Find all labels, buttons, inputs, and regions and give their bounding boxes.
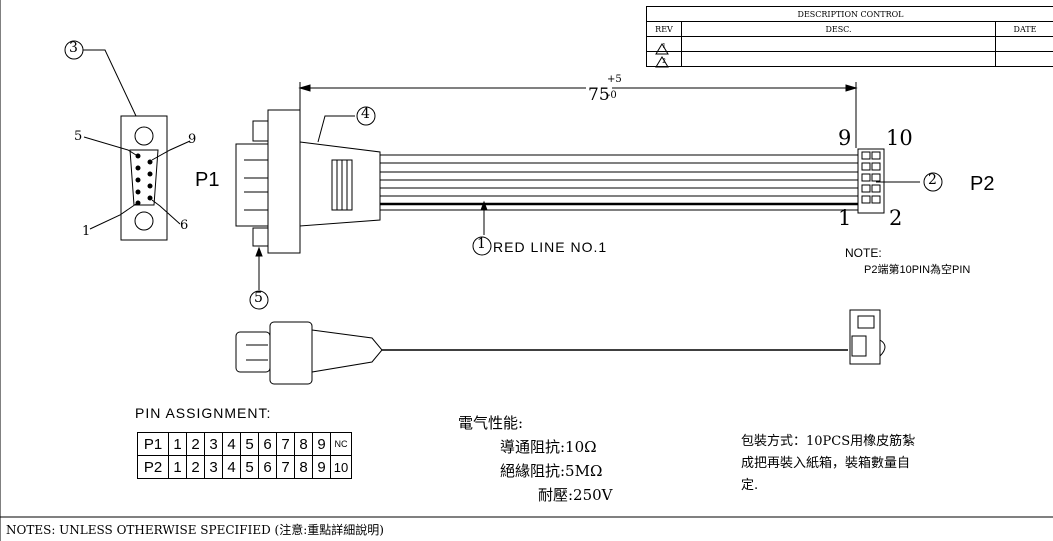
col-desc: DESC. xyxy=(682,22,996,36)
note-text: P2端第10PIN為空PIN xyxy=(864,264,971,276)
callout-4-label: 4 xyxy=(361,106,370,122)
desc-row-2: 2 xyxy=(647,51,1053,66)
p1-pin1-label: 1 xyxy=(82,224,91,239)
p2-pin1-label: 1 xyxy=(838,206,852,230)
rev-mark-2: 2 xyxy=(662,57,666,65)
p2-pin10-label: 10 xyxy=(886,126,913,150)
p1-screw-bottom xyxy=(134,211,154,231)
p1-pin9-label: 9 xyxy=(188,132,197,147)
callout-3-label: 3 xyxy=(69,40,78,56)
callout-1-circle xyxy=(472,236,492,256)
callout-4-circle xyxy=(356,106,376,126)
p1-boot xyxy=(299,141,381,227)
callout-3-circle xyxy=(64,40,84,60)
footer-notes: NOTES: UNLESS OTHERWISE SPECIFIED (注意:重點… xyxy=(6,523,384,537)
callout-2-label: 2 xyxy=(928,172,937,188)
pin-row-p1: P1 1 2 3 4 5 6 7 8 9 NC xyxy=(137,432,352,456)
description-control-table: DESCRIPTION CONTROL REV DESC. DATE 1 2 xyxy=(646,6,1053,67)
desc-title: DESCRIPTION CONTROL xyxy=(797,9,904,19)
p1-screw-top xyxy=(134,126,154,146)
p1-flange xyxy=(120,115,168,241)
dimension-value: 75 xyxy=(586,85,612,105)
electrical-title: 電气性能: xyxy=(458,414,524,432)
desc-row-1: 1 xyxy=(647,36,1053,51)
callout-2-circle xyxy=(923,172,943,192)
p1-pin5-label: 5 xyxy=(74,129,83,144)
note-title: NOTE: xyxy=(845,246,882,260)
p1-pin6-label: 6 xyxy=(180,218,189,233)
pin-assignment-table: P1 1 2 3 4 5 6 7 8 9 NC P2 1 2 3 4 5 6 7… xyxy=(137,432,352,479)
packaging-line-2: 成把再裝入紙箱，裝箱數量自 xyxy=(741,456,911,471)
pin-row-p2: P2 1 2 3 4 5 6 7 8 9 10 xyxy=(137,455,352,479)
pin-assignment-title: PIN ASSIGNMENT: xyxy=(135,405,272,421)
packaging-line-1: 包裝方式：10PCS用橡皮筋紮 xyxy=(741,434,916,449)
col-rev: REV xyxy=(647,22,682,36)
dimension-tol-plus: +5 xyxy=(607,74,622,85)
p1-label: P1 xyxy=(195,169,220,191)
callout-5-circle xyxy=(249,290,269,310)
p1-shell xyxy=(129,149,159,206)
p2-label: P2 xyxy=(970,173,995,195)
p2-connector xyxy=(857,148,885,214)
callout-5-label: 5 xyxy=(254,290,263,306)
p1-side-flange xyxy=(267,109,301,254)
red-line-label: RED LINE NO.1 xyxy=(493,239,608,255)
rev-mark-1: 1 xyxy=(662,42,666,50)
dimension-tol-minus: -0 xyxy=(607,90,617,101)
p1-plug xyxy=(235,143,269,227)
electrical-line-1: 導通阻抗:10Ω xyxy=(500,438,597,456)
p2-pin2-label: 2 xyxy=(889,206,903,230)
desc-header-row: REV DESC. DATE xyxy=(647,21,1053,36)
callout-1-label: 1 xyxy=(477,236,486,252)
electrical-line-2: 絕緣阻抗:5MΩ xyxy=(500,462,603,480)
packaging-line-3: 定. xyxy=(741,478,759,493)
desc-title-row: DESCRIPTION CONTROL xyxy=(647,7,1053,21)
p2-pin9-label: 9 xyxy=(838,126,852,150)
col-date: DATE xyxy=(1013,24,1037,34)
electrical-line-3: 耐壓:250V xyxy=(538,486,613,504)
